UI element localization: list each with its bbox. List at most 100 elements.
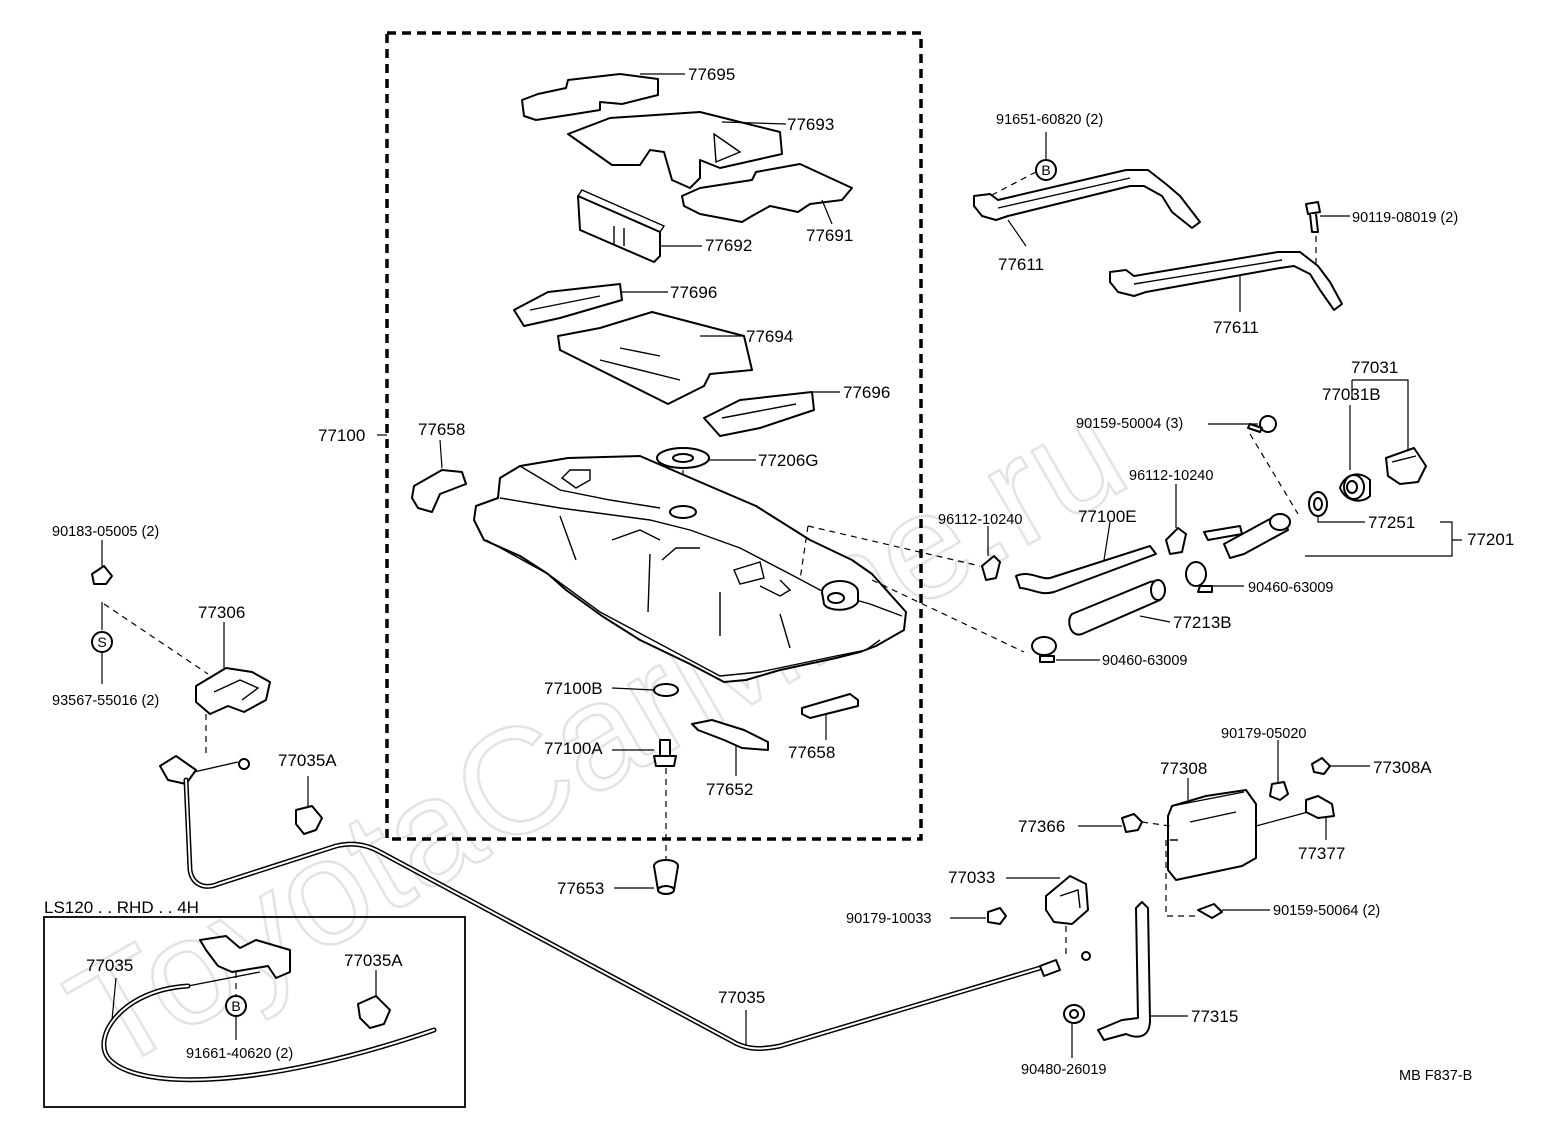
bracket-77033 [1045, 875, 1089, 925]
label-77692: 77692 [705, 236, 752, 255]
label-91651-60820: 91651-60820 (2) [996, 112, 1103, 128]
label-77658-upper: 77658 [418, 420, 465, 439]
label-77693: 77693 [787, 115, 834, 134]
label-77308: 77308 [1160, 759, 1207, 778]
marker-b-band: B [1041, 162, 1050, 178]
footer-code: MB F837-B [1399, 1068, 1472, 1084]
bracket-77377 [1305, 795, 1335, 819]
label-77031b: 77031B [1322, 385, 1381, 404]
nut-90179-05020 [1269, 781, 1289, 801]
inset-title: LS120 . . RHD . . 4H [44, 898, 199, 917]
canister-77308 [1167, 789, 1257, 881]
pad-77696-upper [513, 283, 623, 327]
label-77366: 77366 [1018, 817, 1065, 836]
grommet-77031b [1339, 473, 1371, 502]
label-77201: 77201 [1467, 530, 1514, 549]
fuel-tank-77100 [473, 455, 907, 683]
pad-77696-lower [703, 391, 815, 437]
nut-90179-10033 [987, 907, 1007, 925]
label-77206g: 77206G [758, 451, 819, 470]
label-91661-40620: 91661-40620 (2) [186, 1046, 293, 1062]
label-77696-upper: 77696 [670, 283, 717, 302]
label-77695: 77695 [688, 65, 735, 84]
label-77035-main: 77035 [718, 988, 765, 1007]
hose-77100e [1015, 545, 1157, 595]
pad-77691 [681, 163, 853, 223]
pad-77694 [557, 311, 753, 405]
clip-77308a [1311, 757, 1331, 775]
clamp-90460-lower [1031, 636, 1057, 663]
clip-77035a-main [295, 805, 323, 835]
cushion-77658-lower [801, 693, 859, 719]
inset-box [43, 916, 466, 1108]
label-77696-lower: 77696 [843, 383, 890, 402]
plug-77100b [653, 683, 679, 697]
label-90460-63009-upper: 90460-63009 [1248, 580, 1333, 596]
label-77033: 77033 [948, 868, 995, 887]
label-77251: 77251 [1368, 513, 1415, 532]
bolt-90119 [1305, 201, 1321, 233]
label-90159-50064: 90159-50064 (2) [1273, 903, 1380, 919]
label-77308a: 77308A [1373, 758, 1432, 777]
label-77611-upper: 77611 [998, 255, 1044, 274]
tank-band-77611-upper [973, 169, 1201, 229]
clip-90183 [91, 565, 113, 585]
label-77652: 77652 [706, 780, 753, 799]
label-77691: 77691 [806, 226, 853, 245]
assembly-boundary-77100 [385, 31, 923, 841]
label-77653: 77653 [557, 879, 604, 898]
marker-s: S [97, 634, 106, 650]
label-77100a: 77100A [544, 739, 603, 758]
label-77035a-main: 77035A [278, 751, 337, 770]
bolt-90159-50064 [1197, 903, 1223, 919]
clip-96112-left [981, 555, 1001, 581]
label-77031: 77031 [1351, 358, 1398, 377]
hose-77213b [1068, 579, 1166, 636]
label-77100b: 77100B [544, 679, 603, 698]
label-90179-05020: 90179-05020 [1221, 726, 1306, 742]
label-90183-05005: 90183-05005 (2) [52, 524, 159, 540]
clamp-90460-upper [1185, 561, 1213, 593]
cable-77035 [159, 755, 1091, 1051]
filler-pipe [1203, 513, 1291, 559]
label-90179-10033: 90179-10033 [846, 911, 931, 927]
grommet-90480 [1063, 1004, 1085, 1024]
clamp-77366 [1121, 813, 1143, 833]
screw-90159-50004 [1247, 415, 1277, 433]
gasket-77206g [656, 447, 710, 469]
label-77658-lower: 77658 [788, 743, 835, 762]
label-77213b: 77213B [1173, 613, 1232, 632]
pad-77693 [567, 111, 783, 189]
plate-77652 [691, 719, 769, 751]
label-96112-10240-left: 96112-10240 [938, 512, 1022, 528]
cushion-77658-upper [411, 469, 467, 513]
drain-plug-77100a [653, 739, 677, 767]
label-90460-63009-lower: 90460-63009 [1102, 653, 1187, 669]
label-77100: 77100 [318, 426, 365, 445]
label-77100e: 77100E [1078, 507, 1137, 526]
tank-band-77611-lower [1109, 251, 1343, 311]
cap-77031 [1385, 447, 1427, 485]
clip-77035a-inset [357, 995, 391, 1029]
label-77306: 77306 [198, 603, 245, 622]
label-90159-50004: 90159-50004 (3) [1076, 416, 1183, 432]
grommet-77653 [653, 859, 679, 895]
label-77035a-inset: 77035A [344, 951, 403, 970]
label-77377: 77377 [1298, 844, 1345, 863]
label-77035-inset: 77035 [86, 956, 133, 975]
clip-96112-right [1165, 527, 1187, 555]
pad-77695 [521, 73, 659, 121]
label-96112-10240-right: 96112-10240 [1129, 468, 1213, 484]
marker-b-inset: B [231, 998, 240, 1014]
inset-bracket [187, 935, 291, 987]
gasket-77251 [1308, 491, 1328, 517]
hose-77315 [1097, 901, 1151, 1041]
pad-77692 [577, 189, 666, 263]
label-77694: 77694 [746, 327, 793, 346]
label-90119-08019: 90119-08019 (2) [1352, 210, 1458, 226]
label-77611-lower: 77611 [1213, 318, 1259, 337]
label-90480-26019: 90480-26019 [1021, 1062, 1106, 1078]
lever-77306 [195, 667, 271, 715]
label-77315: 77315 [1191, 1007, 1238, 1026]
